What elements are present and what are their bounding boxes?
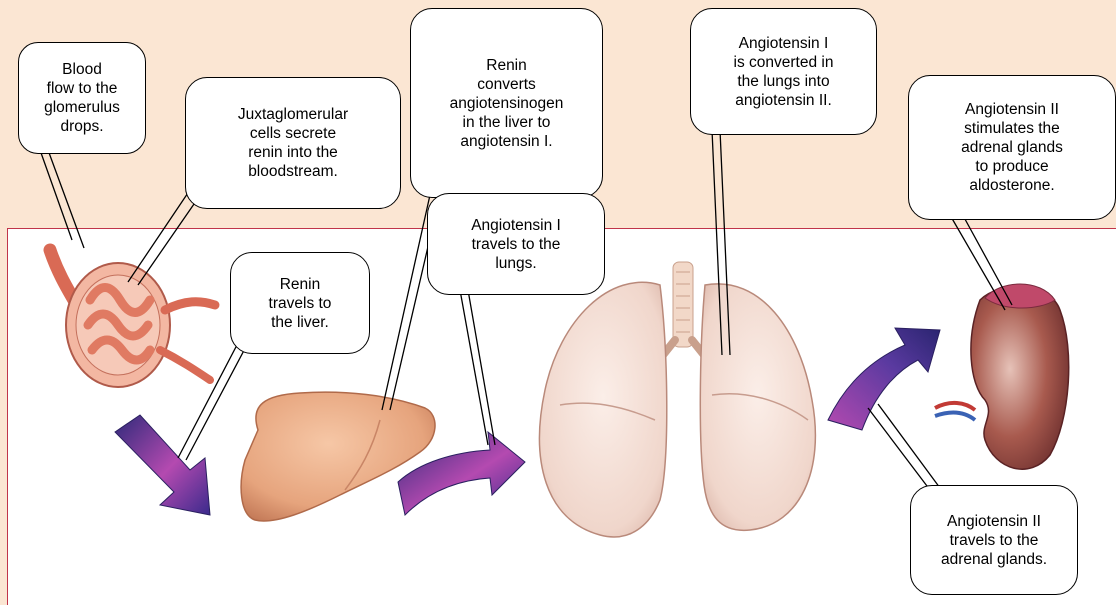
leader-blood-flow: [40, 150, 84, 248]
leader-angiotensin-i-travels: [460, 290, 495, 445]
callout-angiotensin-lungs-convert: Angiotensin I is converted in the lungs …: [690, 8, 877, 135]
lungs-illustration: [540, 262, 816, 537]
callout-renin-travels: Renin travels to the liver.: [230, 252, 370, 354]
callout-angiotensin-i-travels: Angiotensin I travels to the lungs.: [427, 193, 605, 295]
leader-angiotensin-ii-travels: [868, 404, 940, 490]
callout-angiotensin-ii-travels: Angiotensin II travels to the adrenal gl…: [910, 485, 1078, 595]
callout-angiotensin-ii-stimulates: Angiotensin II stimulates the adrenal gl…: [908, 75, 1116, 220]
kidney-adrenal-illustration: [935, 284, 1069, 469]
callout-blood-flow: Blood flow to the glomerulus drops.: [18, 42, 146, 154]
flow-arrow-icon: [828, 328, 940, 430]
callout-juxtaglomerular: Juxtaglomerular cells secrete renin into…: [185, 77, 401, 209]
callout-renin-converts: Renin converts angiotensinogen in the li…: [410, 8, 603, 198]
flow-arrow-icon: [115, 415, 210, 515]
glomerulus-illustration: [50, 250, 215, 387]
